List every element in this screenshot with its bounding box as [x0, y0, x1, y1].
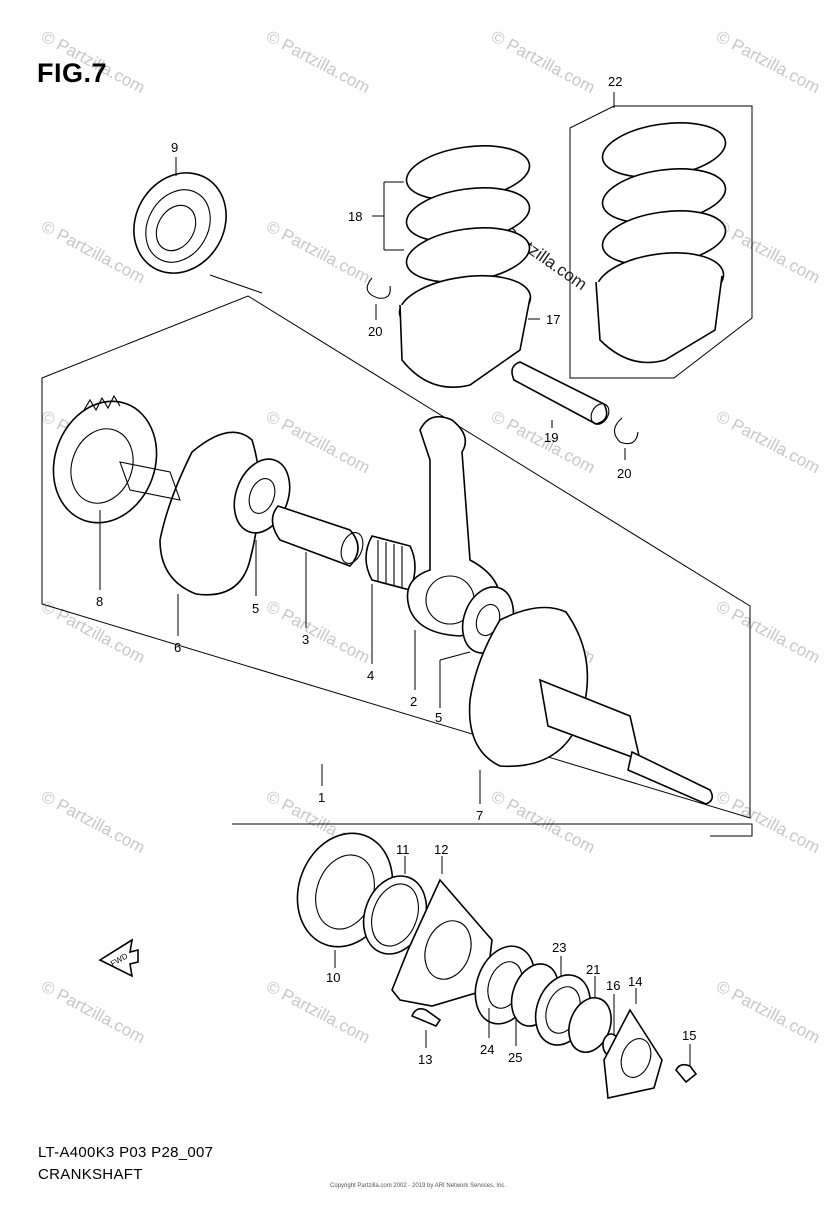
figure-name: CRANKSHAFT	[38, 1166, 143, 1183]
piston-pin-19	[511, 361, 610, 425]
callout-17: 17	[546, 312, 560, 327]
watermark: © Partzilla.com	[263, 217, 373, 288]
piston-set-22	[595, 122, 727, 364]
callout-2: 2	[410, 694, 417, 709]
bolt-15	[675, 1063, 698, 1084]
plate-12	[391, 878, 493, 1007]
callout-21: 21	[586, 962, 600, 977]
watermark: © Partzilla.com	[263, 977, 373, 1048]
callout-12: 12	[434, 842, 448, 857]
callout-1: 1	[318, 790, 325, 805]
watermark: © Partzilla.com	[713, 597, 823, 668]
callout-15: 15	[682, 1028, 696, 1043]
screw-13	[410, 1008, 442, 1027]
plate-14	[603, 1008, 663, 1099]
watermark: © Partzilla.com	[263, 27, 373, 98]
callout-5-right: 5	[435, 710, 442, 725]
gear-8	[52, 394, 158, 524]
figure-title: FIG.7	[37, 58, 108, 88]
callout-25: 25	[508, 1050, 522, 1065]
callout-20-lower: 20	[617, 466, 631, 481]
crank-web-7	[468, 606, 714, 805]
fwd-arrow-icon: FWD	[98, 938, 139, 978]
piston-rings-18	[405, 145, 531, 283]
callout-23: 23	[552, 940, 566, 955]
callout-9: 9	[171, 140, 178, 155]
needle-bearing-4	[365, 535, 416, 591]
callout-14: 14	[628, 974, 642, 989]
callout-11: 11	[396, 842, 410, 857]
bearing-9	[133, 172, 227, 274]
watermark: © Partzilla.com	[38, 787, 148, 858]
callout-10: 10	[326, 970, 340, 985]
crank-pin-3	[271, 505, 364, 567]
callout-3: 3	[302, 632, 309, 647]
watermark: © Partzilla.com	[38, 217, 148, 288]
leader-lines	[99, 92, 691, 1066]
circlip-20-upper	[366, 277, 391, 299]
callout-20-upper: 20	[368, 324, 382, 339]
figure-code: LT-A400K3 P03 P28_007	[38, 1144, 214, 1161]
callout-5-left: 5	[252, 601, 259, 616]
crank-web-6	[119, 431, 261, 596]
callout-19: 19	[544, 430, 558, 445]
watermark: © Partzilla.com	[38, 977, 148, 1048]
frame-line	[209, 274, 263, 294]
circlip-20-lower	[613, 417, 639, 445]
callout-7: 7	[476, 808, 483, 823]
watermark: © Partzilla.com	[713, 787, 823, 858]
callout-4: 4	[367, 668, 374, 683]
piston-17	[398, 274, 532, 388]
watermark: © Partzilla.com	[713, 407, 823, 478]
callout-16: 16	[606, 978, 620, 993]
copyright-notice: Copyright Partzilla.com 2002 - 2019 by A…	[330, 1183, 507, 1189]
callout-18: 18	[348, 209, 362, 224]
crankshaft-assembly-frame	[41, 295, 751, 819]
seal-21	[568, 997, 612, 1053]
watermark: © Partzilla.com	[713, 217, 823, 288]
lower-assembly-frame	[232, 823, 753, 837]
callout-22: 22	[608, 74, 622, 89]
watermark: © Partzilla.com	[488, 27, 598, 98]
watermark: © Partzilla.com	[263, 597, 373, 668]
callout-labels: 9 18 22 17 20 19 20 8 5 6 3 4 2 5 1 7 10…	[96, 74, 696, 1067]
watermark: © Partzilla.com	[488, 787, 598, 858]
callout-8: 8	[96, 594, 103, 609]
callout-6: 6	[174, 640, 181, 655]
watermark: © Partzilla.com	[713, 27, 823, 98]
callout-13: 13	[418, 1052, 432, 1067]
callout-24: 24	[480, 1042, 494, 1057]
watermark: © Partzilla.com	[713, 977, 823, 1048]
